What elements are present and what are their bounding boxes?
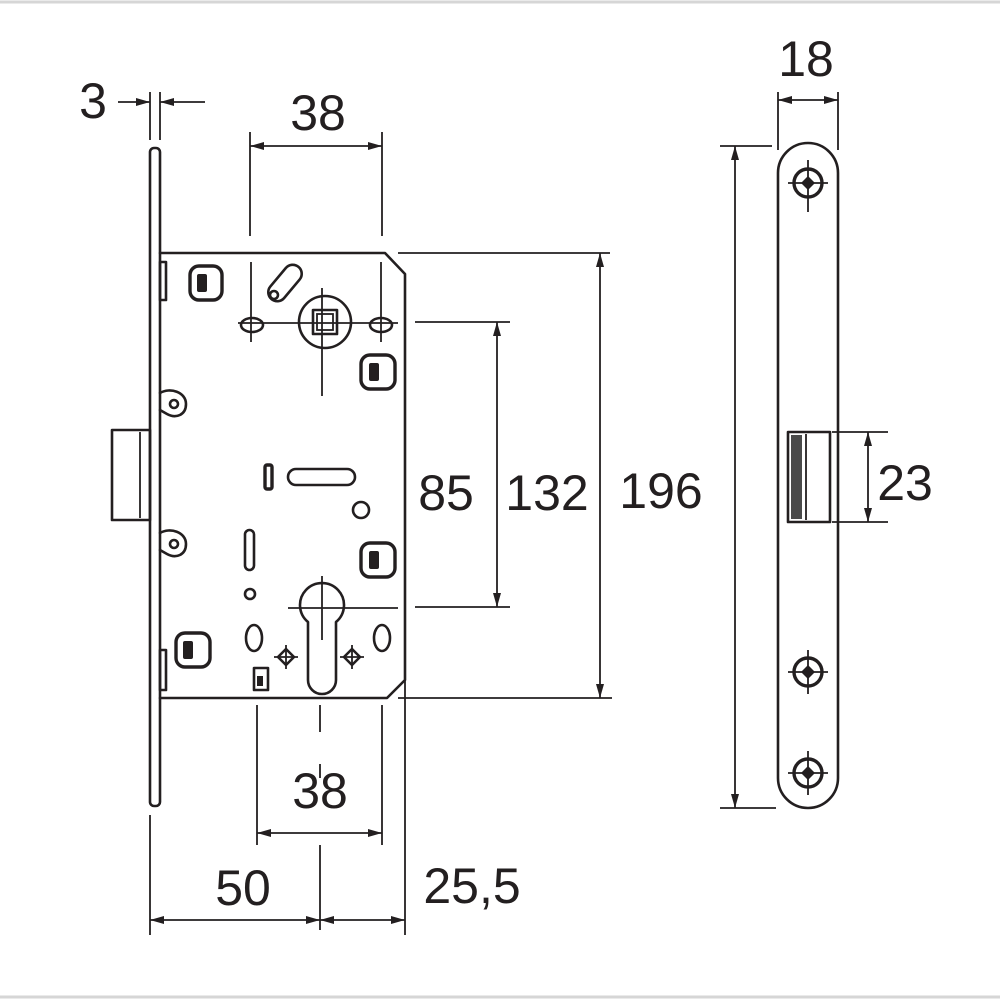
faceplate-screw-bottom [788, 751, 828, 795]
screw-hole-upper-left [239, 316, 265, 334]
dimension-label-latch-height: 23 [877, 455, 933, 511]
faceplate-tab-top [158, 260, 168, 302]
deadbolt-marker [263, 463, 274, 491]
faceplate-front-view [776, 141, 840, 810]
mounting-eyelet-lower [158, 529, 188, 558]
body-tab-right-lower-core [369, 551, 379, 569]
dimension-label-bottom-spacing: 38 [292, 763, 348, 819]
body-tab-bottom-left [174, 631, 212, 669]
handle-follower-square-inner [316, 313, 334, 331]
body-tab-top-left-core [197, 274, 207, 292]
small-tab-bottom [252, 666, 270, 692]
dimension-label-inner-height: 132 [505, 465, 588, 521]
narrow-vertical-slot [243, 528, 256, 572]
body-tab-top-left [188, 264, 224, 302]
mounting-eyelet-upper-hole [168, 398, 180, 410]
dimension-label-handle-to-cylinder: 85 [418, 465, 474, 521]
dimension-label-top-spacing: 38 [290, 85, 346, 141]
small-pin-hole [243, 587, 257, 601]
body-tab-right-upper-core [369, 363, 379, 381]
mounting-eyelet-lower-hole [168, 538, 180, 550]
body-tab-right-lower [359, 541, 397, 579]
faceplate-tab-bottom [158, 648, 168, 692]
euro-cylinder-cutout [298, 581, 346, 696]
small-tab-bottom-core [257, 676, 263, 686]
body-tab-right-upper [359, 353, 397, 391]
lock-side-view [110, 146, 407, 808]
dimension-label-body-height: 196 [619, 463, 702, 519]
screw-hole-lower-right [372, 623, 392, 653]
slanted-slot-hole [268, 289, 280, 301]
screw-hole-lower-left [244, 623, 264, 653]
mounting-eyelet-upper [158, 389, 188, 418]
body-tab-bottom-left-core [183, 641, 193, 659]
small-round-hole [351, 500, 371, 520]
faceplate-dimensions: 18 23 [720, 31, 933, 809]
dimension-label-body-remainder: 25,5 [423, 858, 520, 914]
faceplate-screw-middle [788, 650, 828, 694]
lock-dimensions: 3 38 196 85 132 38 50 25,5 [79, 73, 703, 935]
latch-window-shading [791, 435, 802, 519]
latch-bolt [110, 428, 152, 522]
faceplate-profile [148, 146, 162, 808]
lock-body [158, 251, 407, 700]
horizontal-slot [286, 467, 357, 487]
dimension-label-faceplate-thickness: 3 [79, 73, 107, 129]
dimension-label-faceplate-width: 18 [778, 31, 834, 87]
faceplate-screw-top [788, 160, 828, 212]
dimension-label-backset: 50 [215, 860, 271, 916]
latch-window [786, 430, 832, 524]
handle-follower-square-outer [311, 308, 339, 336]
faceplate-front [776, 141, 840, 810]
handle-follower-ring [297, 294, 353, 350]
